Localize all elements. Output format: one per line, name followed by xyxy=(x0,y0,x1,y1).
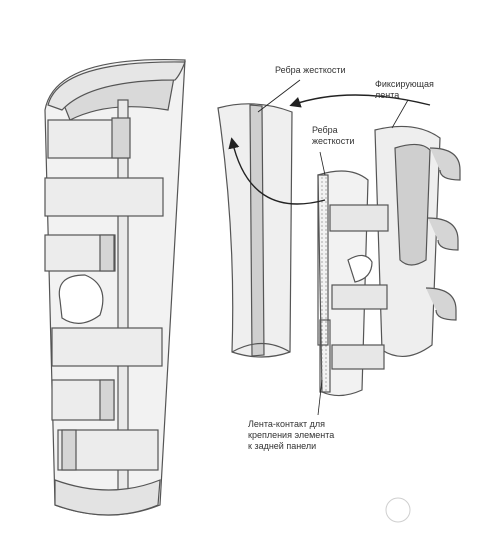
knee-opening xyxy=(58,274,104,324)
back-panel-shade xyxy=(394,143,431,266)
fix-strap-1 xyxy=(429,147,461,181)
label-fix-strap-2: лента xyxy=(375,90,399,100)
front-strap-2 xyxy=(331,284,388,310)
leader-ribs-top xyxy=(257,79,301,113)
label-fix-strap-1: Фиксирующая xyxy=(375,79,434,89)
arrow-mid xyxy=(228,137,326,205)
label-contact-3: к задней панели xyxy=(248,441,316,451)
fix-strap-2 xyxy=(427,217,459,251)
knee-cutout xyxy=(347,254,373,283)
assembled-brace xyxy=(44,58,186,516)
contact-tape-lower xyxy=(319,319,331,393)
label-ribs-mid-1: Ребра xyxy=(312,125,338,135)
strap-4 xyxy=(51,327,163,367)
avito-logo-icon xyxy=(385,497,411,523)
strap-3-buckle xyxy=(99,234,115,272)
watermark-text: Avito xyxy=(414,496,488,529)
strap-1-buckle xyxy=(111,117,131,159)
leader-fix-strap xyxy=(391,99,409,129)
strap-2 xyxy=(44,177,164,217)
rib-panel-curve xyxy=(231,343,291,353)
label-ribs-mid-2: жесткости xyxy=(312,136,354,146)
exploded-brace xyxy=(317,125,461,397)
label-contact-1: Лента-контакт для xyxy=(248,419,325,429)
front-strap-1 xyxy=(329,204,389,232)
leader-ribs-mid xyxy=(319,151,326,176)
avito-watermark: Avito xyxy=(385,496,488,529)
front-strap-3 xyxy=(331,344,385,370)
leader-contact xyxy=(317,379,323,416)
fix-strap-3 xyxy=(425,287,457,321)
brace-bottom xyxy=(54,479,161,516)
annotations xyxy=(228,79,431,416)
brace-top-rim xyxy=(47,61,186,111)
label-ribs-top: Ребра жесткости xyxy=(275,65,346,75)
label-contact-2: крепления элемента xyxy=(248,430,334,440)
rib-panel xyxy=(217,103,293,358)
rib-panel-shade xyxy=(249,104,265,357)
strap-6-buckle xyxy=(61,429,77,471)
arrow-top xyxy=(289,94,431,108)
strap-5-buckle xyxy=(99,379,115,421)
